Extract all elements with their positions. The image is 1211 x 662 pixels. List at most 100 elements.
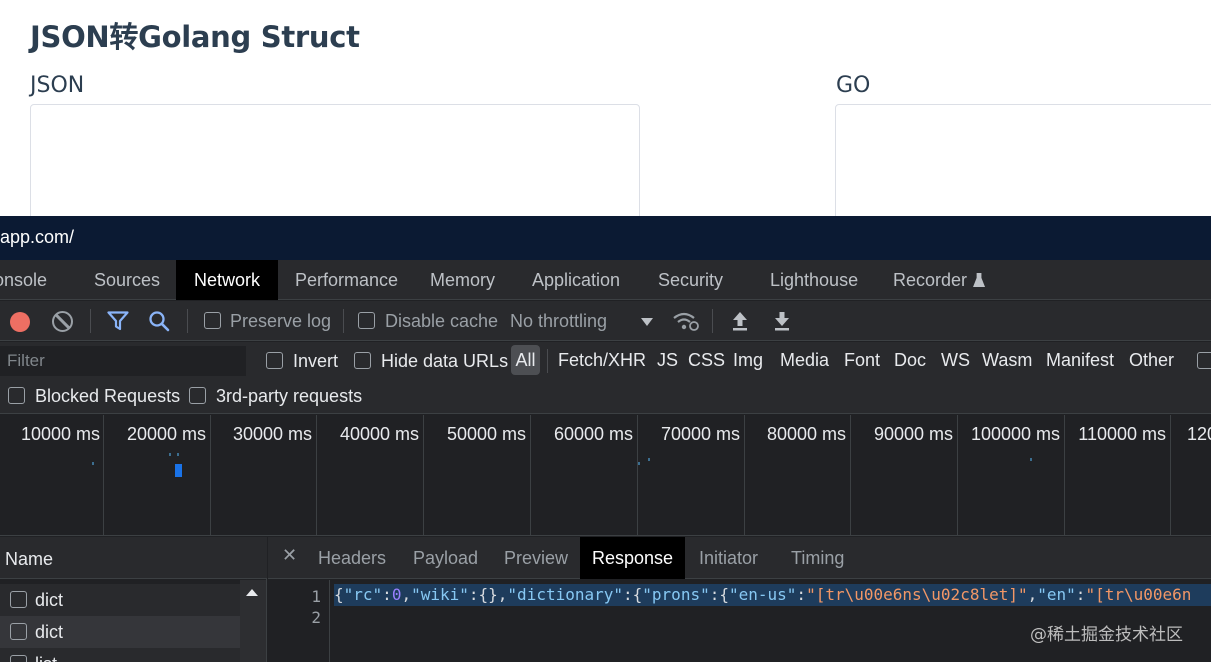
timeline-gridline xyxy=(957,415,958,536)
tab-payload[interactable]: Payload xyxy=(413,548,479,568)
tab-console[interactable]: onsole xyxy=(0,270,48,290)
search-icon[interactable] xyxy=(148,310,170,332)
filter-input[interactable] xyxy=(0,346,246,376)
tab-response[interactable]: Response xyxy=(580,537,685,579)
divider xyxy=(187,309,188,333)
divider xyxy=(712,309,713,333)
preserve-log-checkbox[interactable] xyxy=(204,312,221,329)
flask-icon xyxy=(973,273,986,287)
third-party-checkbox[interactable] xyxy=(189,387,206,404)
row-checkbox[interactable] xyxy=(10,623,27,640)
filter-type-ws[interactable]: WS xyxy=(941,350,970,370)
filter-type-font[interactable]: Font xyxy=(844,350,881,370)
tab-application[interactable]: Application xyxy=(532,270,621,290)
timeline-label: 20000 ms xyxy=(126,424,206,444)
tab-preview[interactable]: Preview xyxy=(504,548,569,568)
download-icon[interactable] xyxy=(773,310,791,332)
filter-type-all[interactable]: All xyxy=(511,345,540,375)
tab-sources[interactable]: Sources xyxy=(94,270,161,290)
timeline-request-bar xyxy=(1030,458,1032,461)
tab-lighthouse[interactable]: Lighthouse xyxy=(770,270,859,290)
response-code-line[interactable]: {"rc":0,"wiki":{},"dictionary":{"prons":… xyxy=(334,584,1211,606)
request-row[interactable]: dict xyxy=(0,584,240,616)
invert-checkbox[interactable] xyxy=(266,352,283,369)
divider xyxy=(343,309,344,333)
request-list-pane: Name dict dict list xyxy=(0,537,267,662)
filter-type-doc[interactable]: Doc xyxy=(894,350,927,370)
request-row[interactable]: dict xyxy=(0,616,240,648)
divider xyxy=(90,309,91,333)
request-name: dict xyxy=(35,590,64,610)
request-list-scrollbar[interactable] xyxy=(240,580,266,662)
throttling-select[interactable]: No throttling xyxy=(510,311,608,331)
close-icon[interactable]: ✕ xyxy=(282,545,298,565)
preserve-log-label: Preserve log xyxy=(230,311,332,331)
timeline-gridline xyxy=(423,415,424,536)
tab-recorder-label: Recorder xyxy=(893,270,968,290)
name-column-label: Name xyxy=(5,549,54,569)
timeline-request-bar xyxy=(638,462,640,465)
filter-type-wasm[interactable]: Wasm xyxy=(982,350,1033,370)
row-checkbox[interactable] xyxy=(10,591,27,608)
line-number: 2 xyxy=(311,608,321,627)
name-column-header[interactable]: Name xyxy=(0,537,267,579)
tab-memory[interactable]: Memory xyxy=(430,270,496,290)
filter-bar: Invert Hide data URLs All Fetch/XHR JS C… xyxy=(0,342,1211,414)
filter-type-css[interactable]: CSS xyxy=(688,350,726,370)
blocked-requests-checkbox[interactable] xyxy=(8,387,25,404)
timeline-label: 10000 ms xyxy=(20,424,100,444)
timeline-gridline xyxy=(530,415,531,536)
hide-data-urls-checkbox[interactable] xyxy=(354,352,371,369)
filter-type-fetch-xhr[interactable]: Fetch/XHR xyxy=(558,350,647,370)
timeline-request-bar xyxy=(175,464,182,477)
timeline-label: 70000 ms xyxy=(660,424,740,444)
timeline-label: 80000 ms xyxy=(766,424,846,444)
timeline-request-bar xyxy=(648,458,650,461)
timeline-label: 30000 ms xyxy=(232,424,312,444)
record-button[interactable] xyxy=(10,312,30,332)
timeline-label: 110000 ms xyxy=(1078,424,1166,444)
line-number-gutter: 1 2 xyxy=(268,580,330,662)
devtools-panel: app.com/ onsole Sources Network Performa… xyxy=(0,216,1211,662)
filter-type-other[interactable]: Other xyxy=(1129,350,1175,370)
json-input-area[interactable] xyxy=(30,104,640,224)
timeline-label: 120 xyxy=(1187,424,1211,444)
request-name: list xyxy=(35,654,57,662)
devtools-url: app.com/ xyxy=(0,227,75,247)
page-title: JSON转Golang Struct xyxy=(30,20,360,54)
tab-security[interactable]: Security xyxy=(658,270,724,290)
network-conditions-icon[interactable] xyxy=(672,310,700,332)
scroll-up-arrow-icon[interactable] xyxy=(246,589,258,596)
devtools-url-bar: app.com/ xyxy=(0,216,1211,260)
filter-type-manifest[interactable]: Manifest xyxy=(1046,350,1115,370)
upload-icon[interactable] xyxy=(731,310,749,332)
tab-initiator[interactable]: Initiator xyxy=(699,548,759,568)
timeline-request-bar xyxy=(92,462,94,465)
timeline-label: 60000 ms xyxy=(553,424,633,444)
watermark: @稀土掘金技术社区 xyxy=(1030,625,1183,645)
filter-type-media[interactable]: Media xyxy=(780,350,830,370)
request-row[interactable]: list xyxy=(0,648,240,662)
tab-performance[interactable]: Performance xyxy=(295,270,399,290)
divider xyxy=(547,349,548,373)
disable-cache-checkbox[interactable] xyxy=(358,312,375,329)
tab-timing[interactable]: Timing xyxy=(791,548,845,568)
network-overview-timeline[interactable]: 10000 ms 20000 ms 30000 ms 40000 ms 5000… xyxy=(0,415,1211,536)
timeline-gridline xyxy=(1064,415,1065,536)
request-details-pane: ✕ Headers Payload Preview Response Initi… xyxy=(268,537,1211,662)
row-checkbox[interactable] xyxy=(10,655,27,662)
tab-headers[interactable]: Headers xyxy=(318,548,387,568)
timeline-label: 90000 ms xyxy=(873,424,953,444)
blocked-cookies-checkbox[interactable] xyxy=(1197,352,1211,369)
clear-icon[interactable] xyxy=(52,311,73,332)
go-output-area[interactable] xyxy=(835,104,1211,224)
blocked-requests-label: Blocked Requests xyxy=(35,386,181,406)
timeline-request-bar xyxy=(169,453,171,456)
chevron-down-icon xyxy=(641,318,653,326)
filter-type-img[interactable]: Img xyxy=(733,350,764,370)
filter-funnel-icon[interactable] xyxy=(107,311,129,331)
filter-type-js[interactable]: JS xyxy=(657,350,679,370)
tab-recorder[interactable]: Recorder xyxy=(893,260,986,300)
tab-network[interactable]: Network xyxy=(176,260,278,300)
timeline-label: 50000 ms xyxy=(446,424,526,444)
